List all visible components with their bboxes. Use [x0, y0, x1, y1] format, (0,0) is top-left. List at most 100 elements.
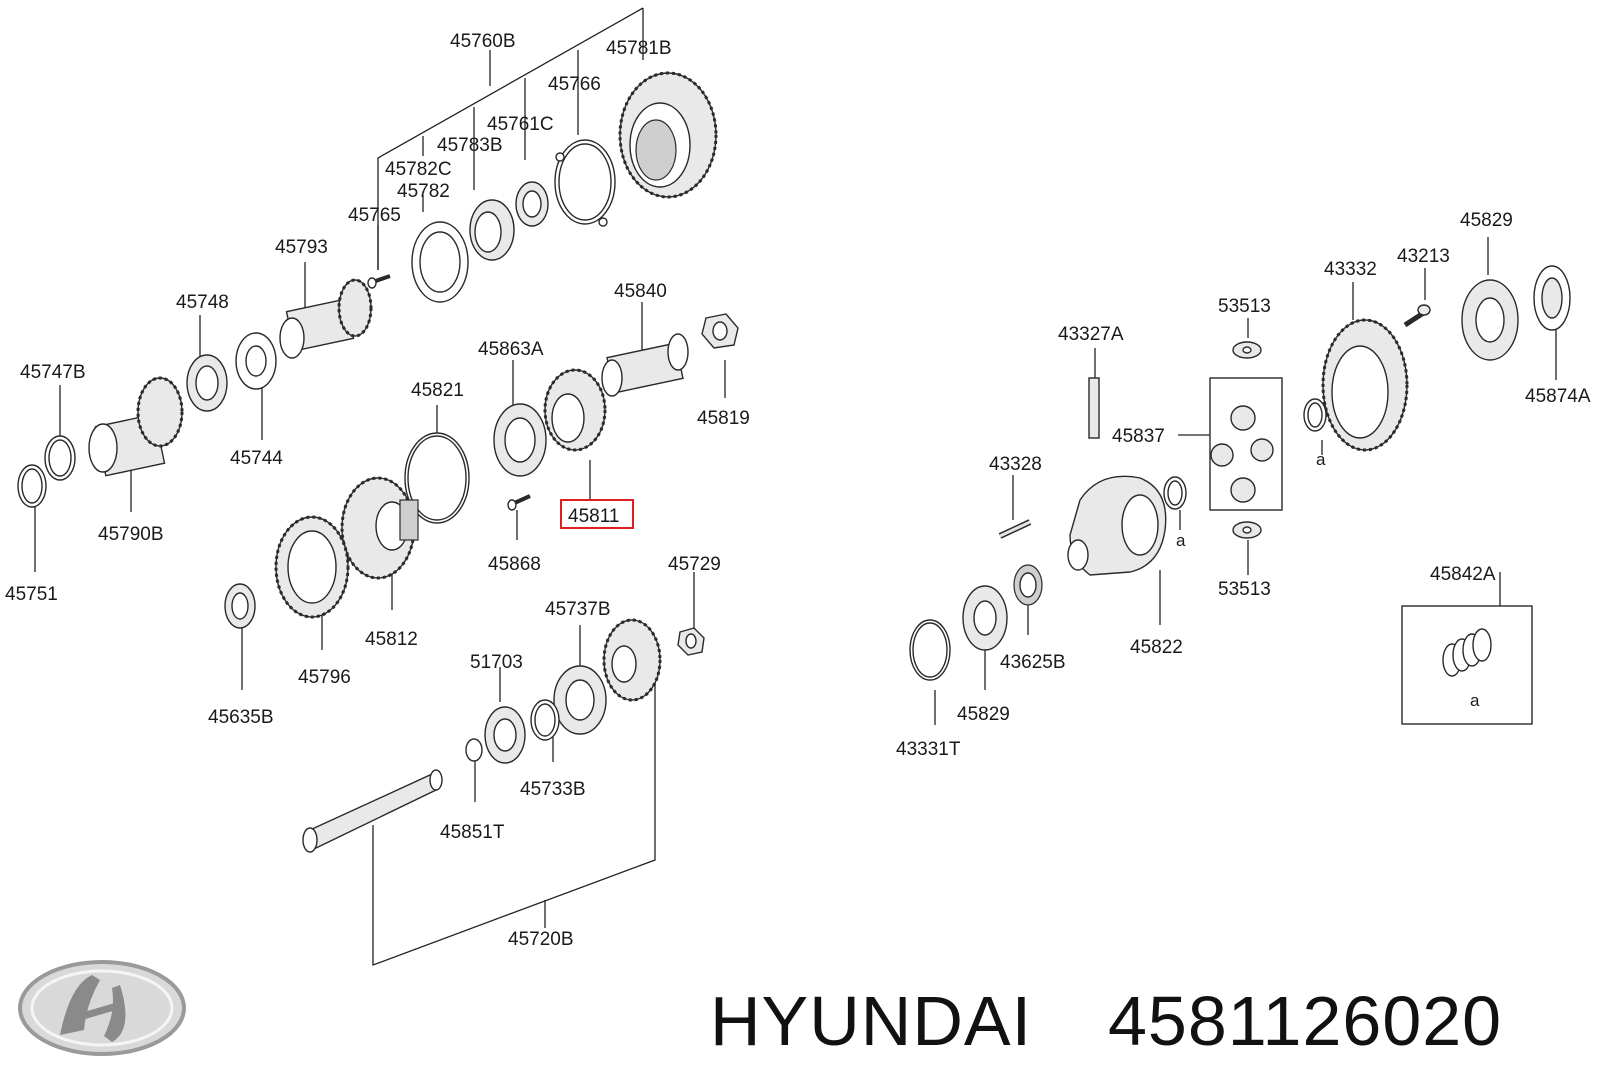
label-45811[interactable]: 45811: [568, 506, 619, 527]
label-45737B[interactable]: 45737B: [545, 599, 611, 620]
pin-43328[interactable]: [998, 519, 1032, 539]
label-45837[interactable]: 45837: [1112, 426, 1165, 447]
label-45761C[interactable]: 45761C: [487, 114, 554, 135]
bearing-45863A[interactable]: [493, 403, 547, 477]
footer-title: HYUNDAI 4581126020: [710, 982, 1502, 1060]
ring-45782[interactable]: [411, 221, 469, 303]
shim-kit-45842A[interactable]: [1401, 605, 1533, 725]
label-45821[interactable]: 45821: [411, 380, 464, 401]
label-45822[interactable]: 45822: [1130, 637, 1183, 658]
label-45782C[interactable]: 45782C: [385, 159, 452, 180]
left-labels: 45760B 45781B 45766 45761C 45783B 45782C…: [5, 31, 750, 950]
shaft-45793[interactable]: [279, 278, 373, 359]
label-43327A[interactable]: 43327A: [1058, 324, 1124, 345]
diff-case-45822[interactable]: [1067, 475, 1167, 576]
label-45842A[interactable]: 45842A: [1430, 564, 1496, 585]
gear-45812[interactable]: [340, 476, 419, 580]
pin-43327A[interactable]: [1088, 377, 1100, 439]
part-number: 4581126020: [1108, 982, 1502, 1060]
label-45720B[interactable]: 45720B: [508, 929, 574, 950]
label-45781B[interactable]: 45781B: [606, 38, 672, 59]
sleeve-45796[interactable]: [274, 515, 350, 619]
ring-45733B[interactable]: [530, 699, 560, 741]
label-45829-bottom[interactable]: 45829: [957, 704, 1010, 725]
ring-45874A[interactable]: [1533, 265, 1571, 331]
highlight-box-45811: [560, 499, 634, 529]
nut-45729[interactable]: [677, 627, 705, 656]
label-45812[interactable]: 45812: [365, 629, 418, 650]
hyundai-logo: [18, 960, 186, 1056]
bearing-51703[interactable]: [484, 706, 526, 764]
collar-45783B[interactable]: [469, 199, 515, 261]
brand-name: HYUNDAI: [710, 982, 1032, 1060]
label-45829-top[interactable]: 45829: [1460, 210, 1513, 231]
label-45793[interactable]: 45793: [275, 237, 328, 258]
right-labels: 45829 43213 43332 53513 43327A 45874A 45…: [896, 210, 1591, 760]
ring-a-lower[interactable]: [1163, 476, 1187, 510]
washer-45744[interactable]: [235, 332, 277, 390]
label-53513-top[interactable]: 53513: [1218, 296, 1271, 317]
seal-43625B[interactable]: [1013, 564, 1043, 606]
label-a-kit: a: [1470, 691, 1480, 710]
ring-43331T[interactable]: [909, 619, 951, 681]
bearing-45829-bottom[interactable]: [962, 585, 1008, 651]
label-a-lower: a: [1176, 531, 1186, 550]
bearing-45761C[interactable]: [515, 181, 549, 227]
label-45765[interactable]: 45765: [348, 205, 401, 226]
bearing-45635B[interactable]: [224, 583, 256, 629]
ring-45751[interactable]: [17, 464, 47, 508]
bearing-45737B[interactable]: [553, 665, 607, 735]
ring-45747B[interactable]: [44, 435, 76, 481]
label-a-upper: a: [1316, 450, 1326, 469]
bolt-45868[interactable]: [507, 494, 531, 511]
bolt-43213[interactable]: [1403, 304, 1431, 328]
label-45783B[interactable]: 45783B: [437, 135, 503, 156]
ring-45851T[interactable]: [465, 738, 483, 762]
label-45874A[interactable]: 45874A: [1525, 386, 1591, 407]
gear-set-45837[interactable]: [1209, 377, 1283, 511]
label-43213[interactable]: 43213: [1397, 246, 1450, 267]
label-45766[interactable]: 45766: [548, 74, 601, 95]
label-45751[interactable]: 45751: [5, 584, 58, 605]
label-43625B[interactable]: 43625B: [1000, 652, 1066, 673]
label-45748[interactable]: 45748: [176, 292, 229, 313]
gear-45781B[interactable]: [618, 71, 718, 199]
label-45868[interactable]: 45868: [488, 554, 541, 575]
left-assembly: [17, 71, 739, 853]
label-45760B[interactable]: 45760B: [450, 31, 516, 52]
right-assembly: [909, 265, 1571, 725]
shaft-45720B[interactable]: [302, 618, 662, 853]
washer-53513-top[interactable]: [1232, 341, 1262, 359]
label-45744[interactable]: 45744: [230, 448, 283, 469]
label-51703[interactable]: 51703: [470, 652, 523, 673]
gear-shaft-45790B[interactable]: [88, 376, 184, 477]
washer-53513-bottom[interactable]: [1232, 521, 1262, 539]
ring-a-upper[interactable]: [1303, 398, 1327, 432]
leader-lines: [34, 7, 726, 966]
snap-ring-45766[interactable]: [554, 139, 616, 227]
bearing-45748[interactable]: [186, 354, 228, 412]
label-45851T[interactable]: 45851T: [440, 822, 505, 843]
bolt-45765[interactable]: [367, 274, 391, 289]
label-45782[interactable]: 45782: [397, 181, 450, 202]
label-45796[interactable]: 45796: [298, 667, 351, 688]
label-43332[interactable]: 43332: [1324, 259, 1377, 280]
label-43328[interactable]: 43328: [989, 454, 1042, 475]
ring-gear-43332[interactable]: [1321, 318, 1409, 452]
label-45790B[interactable]: 45790B: [98, 524, 164, 545]
label-45840[interactable]: 45840: [614, 281, 667, 302]
bearing-45829-top[interactable]: [1461, 279, 1519, 361]
label-43331T[interactable]: 43331T: [896, 739, 961, 760]
snap-ring-45821[interactable]: [404, 432, 470, 524]
label-53513-bottom[interactable]: 53513: [1218, 579, 1271, 600]
nut-45819[interactable]: [701, 313, 739, 349]
label-45863A[interactable]: 45863A: [478, 339, 544, 360]
gear-45811[interactable]: [543, 368, 607, 452]
label-45729[interactable]: 45729: [668, 554, 721, 575]
shaft-45840[interactable]: [601, 333, 689, 397]
label-45747B[interactable]: 45747B: [20, 362, 86, 383]
label-45819[interactable]: 45819: [697, 408, 750, 429]
label-45635B[interactable]: 45635B: [208, 707, 274, 728]
label-45733B[interactable]: 45733B: [520, 779, 586, 800]
